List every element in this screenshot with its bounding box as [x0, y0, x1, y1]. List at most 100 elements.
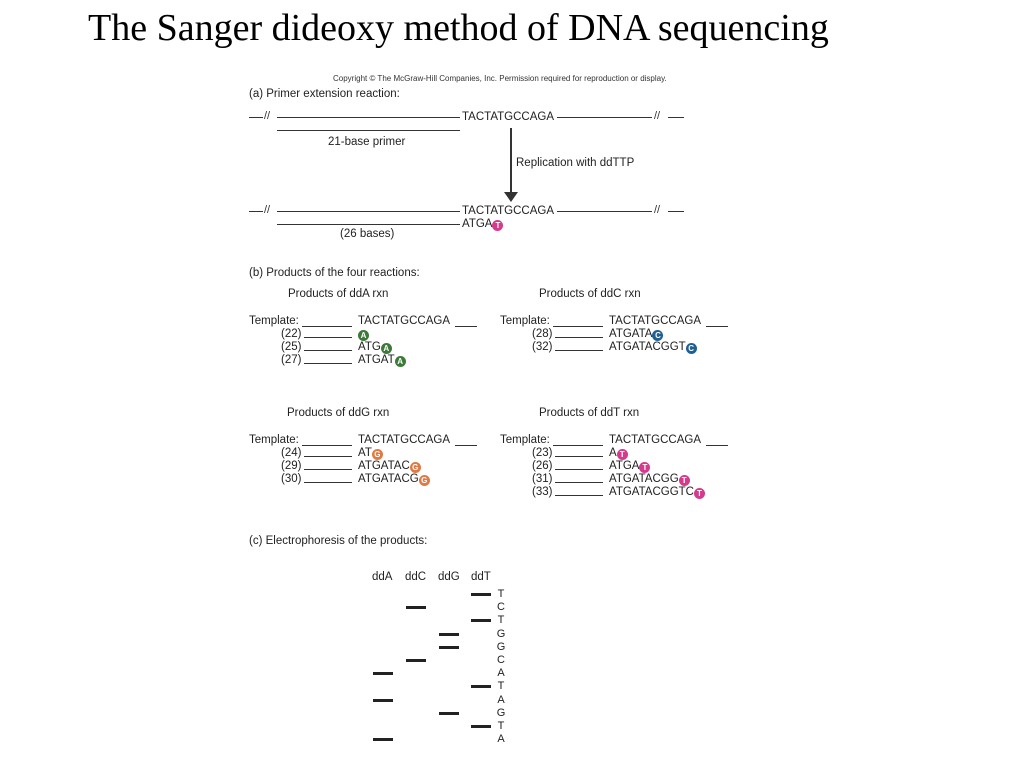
product-line [304, 337, 352, 338]
gel-band-ddG [439, 632, 459, 636]
product-line [304, 456, 352, 457]
product-line [555, 482, 603, 483]
ddG-terminator-badge: G [409, 462, 421, 473]
template-line-tail [455, 445, 477, 446]
template-strand-right-line [557, 117, 652, 118]
product-sequence-text: ATGATA [609, 328, 653, 340]
part-b-heading: (b) Products of the four reactions: [249, 267, 420, 279]
break-mark: // [264, 204, 271, 216]
template-line-tail [706, 326, 728, 327]
break-mark: // [654, 204, 661, 216]
ddG-terminator-badge: G [418, 475, 430, 486]
product-length: (32) [532, 341, 553, 353]
ddT-terminator-badge: T [678, 475, 690, 486]
reaction-title: Products of ddT rxn [539, 407, 640, 419]
product-line [277, 224, 460, 225]
product-sequence: ATGA [462, 218, 493, 230]
gel-band-ddT [471, 685, 491, 689]
product-line [304, 469, 352, 470]
product-sequence-text: A [609, 447, 617, 459]
reaction-title: Products of ddG rxn [287, 407, 390, 419]
ddT-terminator-badge: T [693, 488, 705, 499]
template-line-tail [706, 445, 728, 446]
sequence-read-letter: A [497, 693, 505, 706]
gel-band-ddT [471, 725, 491, 728]
product-line [555, 469, 603, 470]
copyright-notice: Copyright © The McGraw-Hill Companies, I… [333, 74, 667, 83]
template-line [302, 326, 352, 327]
template-line-tail [455, 326, 477, 327]
part-c-heading: (c) Electrophoresis of the products: [249, 535, 428, 547]
product-sequence: A [358, 328, 369, 341]
template-sequence: TACTATGCCAGA [358, 315, 450, 327]
sequence-read-letter: C [497, 601, 505, 614]
sequence-read-letter: G [496, 627, 506, 640]
gel-band-ddT [471, 619, 491, 623]
gel-band-ddA [373, 738, 393, 742]
product-length: (30) [281, 473, 302, 485]
sequence-read-letter: C [497, 654, 505, 666]
product-length: (26) [532, 460, 553, 472]
template-line [302, 445, 352, 446]
sequence-read-letter: T [497, 588, 505, 600]
ddT-terminator-badge: T [639, 462, 651, 473]
product-sequence-text: ATGAT [358, 354, 395, 366]
product-sequence-text: AT [358, 447, 372, 459]
template-strand-right-stub [668, 117, 684, 118]
product-sequence-text: ATGATACGG [609, 473, 679, 485]
product-length: (22) [281, 328, 302, 340]
product-sequence-text: ATGATACGGT [609, 341, 686, 353]
ddA-terminator-badge: A [380, 343, 392, 354]
gel-band-ddA [373, 672, 393, 676]
template-label: Template: [249, 434, 299, 446]
product-length: (27) [281, 354, 302, 366]
product-sequence-text: ATGA [609, 460, 640, 472]
template-sequence: TACTATGCCAGA [609, 315, 701, 327]
product-line [555, 456, 603, 457]
product-length: (25) [281, 341, 302, 353]
template-sequence: TACTATGCCAGA [609, 434, 701, 446]
template-line [553, 445, 603, 446]
template-line [553, 326, 603, 327]
product-line [555, 337, 603, 338]
sequence-read-letter: T [497, 720, 505, 732]
gel-band-ddG [439, 711, 459, 715]
product-length: (23) [532, 447, 553, 459]
product-sequence-text: ATGATACGGTC [609, 486, 694, 498]
template-strand-right-line [557, 211, 652, 212]
template-label: Template: [500, 434, 550, 446]
replication-arrow [510, 128, 512, 200]
product-line [304, 363, 352, 364]
template-sequence: TACTATGCCAGA [358, 434, 450, 446]
primer-label: 21-base primer [328, 136, 406, 148]
sequence-read-letter: A [497, 667, 505, 680]
template-sequence: TACTATGCCAGA [462, 111, 554, 123]
product-line [304, 482, 352, 483]
sequence-read-letter: G [496, 706, 506, 719]
ddA-terminator-badge: A [358, 330, 369, 341]
product-length: (24) [281, 447, 302, 459]
gel-band-ddC [406, 606, 426, 610]
product-sequence-text: ATGATAC [358, 460, 410, 472]
ddT-terminator-badge: T [492, 220, 504, 231]
product-length: (28) [532, 328, 553, 340]
product-sequence-text: ATG [358, 341, 381, 353]
sequence-read-letter: G [496, 640, 506, 653]
product-length: (29) [281, 460, 302, 472]
lane-label-ddG: ddG [438, 571, 460, 583]
reaction-title: Products of ddA rxn [288, 288, 389, 300]
lane-label-ddA: ddA [372, 571, 393, 583]
template-strand-left-stub [249, 211, 263, 212]
replication-label: Replication with ddTTP [516, 157, 635, 169]
ddC-terminator-badge: C [652, 330, 664, 341]
template-strand-line [277, 211, 460, 212]
template-sequence: TACTATGCCAGA [462, 205, 554, 217]
gel-band-ddG [439, 645, 459, 649]
